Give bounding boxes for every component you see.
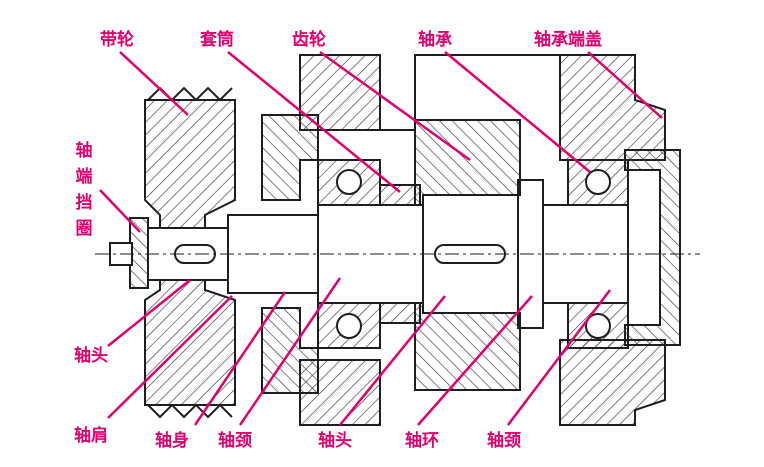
- bearing-right-bottom: [567, 302, 629, 349]
- leader-head-left: [107, 279, 191, 347]
- housing-top-hatch: [299, 54, 381, 131]
- housing-right-top: [559, 54, 666, 161]
- label-shaft-shoulder: 轴肩: [74, 426, 108, 446]
- leader-journal-right: [507, 289, 611, 426]
- label-shaft-head-mid: 轴头: [318, 431, 352, 451]
- label-bearing-end-cover: 轴承端盖: [534, 30, 602, 50]
- label-sleeve: 套筒: [200, 30, 234, 50]
- pulley-grooves-bottom: [147, 403, 233, 419]
- end-cover: [624, 149, 681, 346]
- leader-sleeve: [227, 51, 401, 193]
- housing-bottom: [299, 359, 381, 426]
- label-shaft-body: 轴身: [155, 431, 189, 451]
- leader-journal-left: [238, 277, 342, 426]
- ball-left-top: [336, 169, 362, 195]
- leader-gear: [319, 50, 471, 162]
- label-pulley: 带轮: [100, 30, 134, 50]
- leader-end-cover: [587, 51, 663, 119]
- label-shaft-head-left: 轴头: [74, 346, 108, 366]
- label-shaft-collar: 轴环: [405, 431, 439, 451]
- leader-retainer: [99, 189, 141, 233]
- left-cover-top: [261, 114, 319, 201]
- label-bearing: 轴承: [418, 30, 452, 50]
- ball-right-top: [585, 169, 611, 195]
- sleeve-bottom: [379, 302, 421, 324]
- label-journal-left: 轴颈: [218, 431, 252, 451]
- ball-left-bottom: [336, 313, 362, 339]
- leader-pulley: [119, 51, 189, 116]
- sleeve-top: [379, 184, 421, 206]
- label-gear: 齿轮: [292, 30, 326, 50]
- leader-bearing: [444, 51, 591, 173]
- label-shaft-end-retainer: 轴端挡圈: [75, 141, 93, 239]
- gear-bottom: [414, 302, 521, 391]
- leader-collar: [417, 295, 533, 426]
- ball-right-bottom: [585, 313, 611, 339]
- label-journal-right: 轴颈: [487, 431, 521, 451]
- leader-shoulder: [107, 295, 233, 419]
- leader-head-mid: [339, 295, 446, 426]
- housing-right-bottom: [559, 339, 666, 426]
- leader-body: [193, 291, 287, 426]
